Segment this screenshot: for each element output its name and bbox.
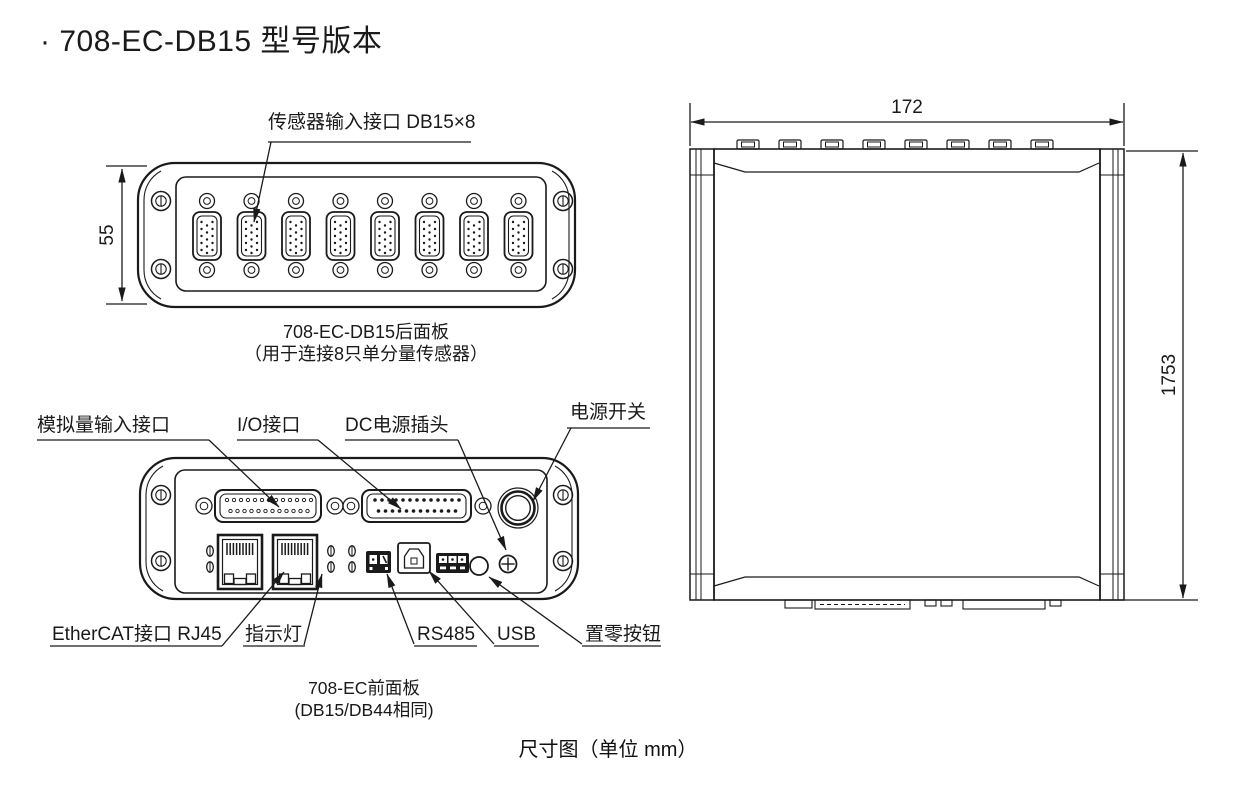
rear-caption-line1: 708-EC-DB15后面板: [282, 322, 450, 342]
page-title: · 708-EC-DB15 型号版本: [40, 25, 383, 58]
screw-icon: [552, 258, 574, 280]
screw-icon: [150, 190, 172, 212]
label-power-switch: 电源开关: [570, 402, 647, 423]
db25-analog-connector: [195, 489, 344, 523]
zero-button: [469, 556, 489, 576]
label-ethercat: EtherCAT接口 RJ45: [52, 624, 222, 645]
front-panel-drawing: [37, 427, 661, 647]
rear-caption-line2: （用于连接8只单分量传感器）: [243, 344, 488, 364]
label-sensor-input: 传感器输入接口 DB15×8: [268, 112, 476, 133]
dimension-172: [689, 103, 1125, 146]
db25-io-connector: [342, 489, 492, 523]
screw-icon: [552, 484, 574, 506]
screw-icon: [150, 484, 172, 506]
label-io-port: I/O接口: [237, 415, 301, 436]
label-dc-plug: DC电源插头: [345, 415, 449, 436]
label-zero-button: 置零按钮: [585, 624, 662, 645]
front-panel-caption: 708-EC前面板 (DB15/DB44相同): [214, 677, 514, 721]
db15-connector-row: [192, 192, 534, 279]
rear-panel-caption: 708-EC-DB15后面板 （用于连接8只单分量传感器）: [216, 321, 516, 365]
dimension-55: [106, 165, 147, 305]
dc-terminal-block: [436, 553, 469, 573]
top-view-drawing: [689, 103, 1198, 610]
screw-icon: [150, 550, 172, 572]
front-top-leaders: [37, 427, 650, 551]
label-usb: USB: [497, 624, 537, 645]
screw-icon: [150, 258, 172, 280]
top-view-connector-bumps: [736, 139, 1054, 150]
rj45-port: [271, 533, 319, 591]
front-caption-line1: 708-EC前面板: [308, 678, 420, 698]
dimension-1753: [1102, 150, 1198, 601]
leader-sensor-input: [253, 141, 272, 223]
label-indicator: 指示灯: [245, 624, 303, 645]
dc-power-jack: [498, 554, 518, 574]
rj45-port: [216, 533, 264, 591]
label-analog-input: 模拟量输入接口: [37, 415, 171, 436]
top-view-bottom-notches: [784, 599, 1062, 610]
power-switch: [497, 487, 539, 529]
dim-172-text: 172: [891, 97, 923, 118]
usb-port: [397, 542, 431, 574]
dim-1753-text: 1753: [1159, 353, 1180, 397]
indicator-leds: [206, 545, 356, 573]
label-rs485: RS485: [417, 624, 476, 645]
front-caption-line2: (DB15/DB44相同): [294, 700, 434, 720]
rs485-connector: [366, 551, 391, 573]
footer-caption: 尺寸图（单位 mm）: [518, 739, 698, 761]
screw-icon: [552, 190, 574, 212]
screw-icon: [552, 550, 574, 572]
rear-panel-drawing: [106, 141, 577, 309]
front-bottom-leaders: [50, 570, 661, 647]
dim-55-text: 55: [97, 224, 118, 246]
